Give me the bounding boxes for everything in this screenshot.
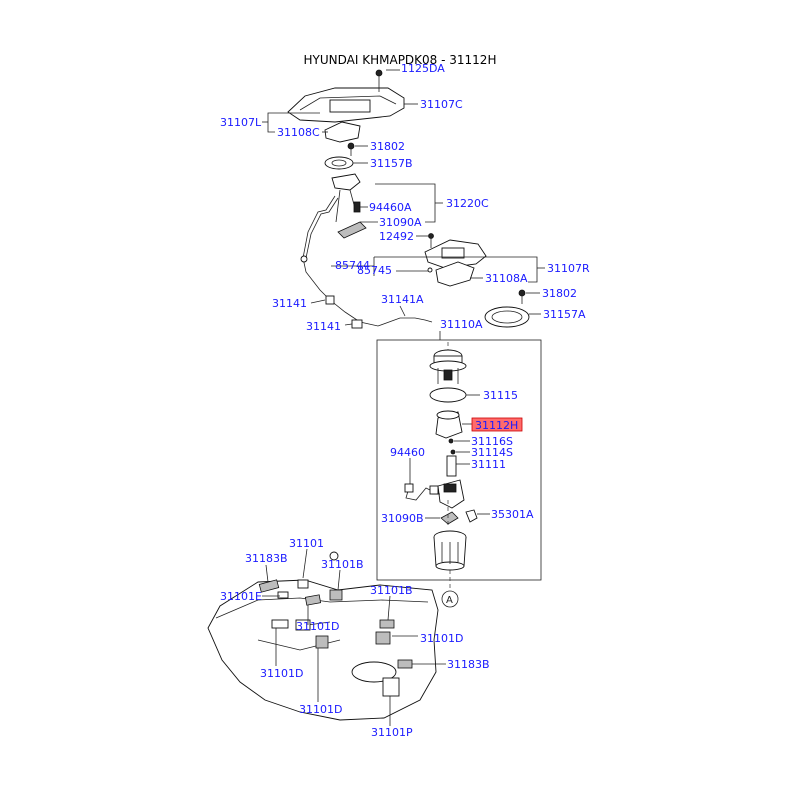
label-31802-top: 31802 [370, 140, 405, 153]
label-31183B-left: 31183B [245, 552, 288, 565]
label-31157A: 31157A [543, 308, 586, 321]
label-31141A: 31141A [381, 293, 424, 306]
label-31101D-1: 31101D [296, 620, 339, 633]
label-31112H: 31112H [475, 419, 518, 432]
label-31220C: 31220C [446, 197, 489, 210]
label-31101B-right: 31101B [370, 584, 413, 597]
label-31101D-4: 31101D [299, 703, 342, 716]
highlight-31112H [471, 417, 523, 432]
label-31108A: 31108A [485, 272, 528, 285]
label-31101: 31101 [289, 537, 324, 550]
label-31101E: 31101E [220, 590, 262, 603]
cover-plate-right-part [424, 239, 487, 269]
label-31114S: 31114S [471, 446, 513, 459]
cover-plate-part [287, 69, 405, 123]
label-31101B-left: 31101B [321, 558, 364, 571]
label-31101D-3: 31101D [260, 667, 303, 680]
label-31101P: 31101P [371, 726, 413, 739]
label-31115: 31115 [483, 389, 518, 402]
label-31183B-right: 31183B [447, 658, 490, 671]
pump-housing-part [432, 479, 465, 509]
label-1125DA: 1125DA [401, 62, 445, 75]
label-31107R: 31107R [547, 262, 590, 275]
pump-flange-part [429, 349, 467, 384]
label-31101D-2: 31101D [420, 632, 463, 645]
label-A: A [446, 595, 453, 606]
label-31110A: 31110A [440, 318, 483, 331]
label-85745: 85745 [357, 264, 392, 277]
label-31802-mid: 31802 [542, 287, 577, 300]
label-31141-a: 31141 [272, 297, 307, 310]
label-31141-b: 31141 [306, 320, 341, 333]
label-31116S: 31116S [471, 435, 513, 448]
label-35301A: 35301A [491, 508, 534, 521]
sender-unit-part [331, 173, 367, 239]
label-94460A: 94460A [369, 201, 412, 214]
reference-circle-a [441, 590, 459, 608]
label-31157B: 31157B [370, 157, 413, 170]
label-31111: 31111 [471, 458, 506, 471]
diagram-title: HYUNDAI KHMAPDK08 - 31112H [303, 53, 497, 67]
reservoir-cup-part [433, 530, 467, 571]
label-85744: 85744 [335, 259, 370, 272]
label-31107C: 31107C [420, 98, 463, 111]
fuel-tank-part [207, 551, 439, 721]
label-31090B: 31090B [381, 512, 424, 525]
fuel-filter-part-31112H [435, 410, 463, 439]
label-31090A: 31090A [379, 216, 422, 229]
label-31107L: 31107L [220, 116, 262, 129]
fuel-pump-module-frame [376, 339, 542, 581]
label-31108C: 31108C [277, 126, 320, 139]
label-12492: 12492 [379, 230, 414, 243]
label-94460: 94460 [390, 446, 425, 459]
